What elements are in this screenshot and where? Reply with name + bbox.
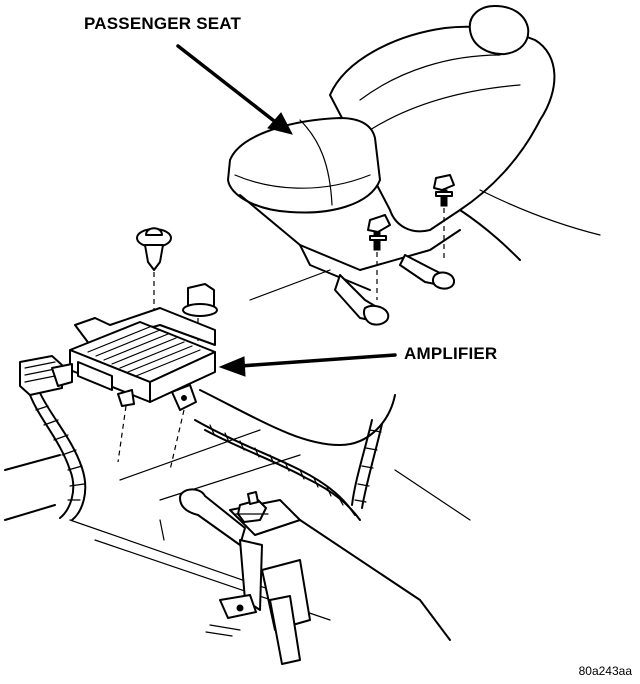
- push-pin-retainer: [136, 227, 172, 310]
- amplifier-leader-arrow: [218, 353, 397, 377]
- figure-id: 80a243aa: [578, 664, 632, 678]
- passenger-seat-label: PASSENGER SEAT: [84, 14, 242, 33]
- floor-crossmember: [159, 488, 311, 665]
- wire-harness-connector: [19, 355, 73, 396]
- seat-bolt-front: [367, 214, 391, 300]
- passenger-seat: [227, 5, 601, 326]
- wiring-harness: [29, 392, 383, 521]
- amplifier-label: AMPLIFIER: [404, 344, 498, 363]
- seat-leader-arrow: [176, 44, 293, 135]
- mounting-stud-nut: [182, 283, 218, 350]
- amplifier-unit: [69, 307, 216, 471]
- mounting-nut: [235, 491, 269, 523]
- seat-bolt-rear: [433, 174, 455, 258]
